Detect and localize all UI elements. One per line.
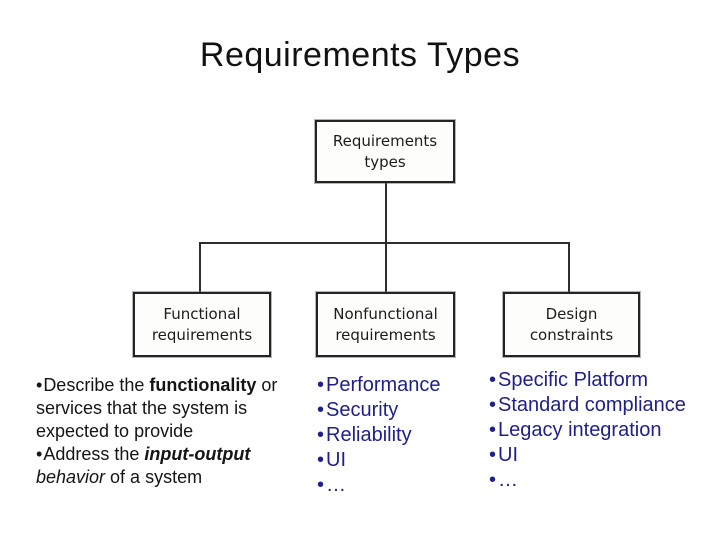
box-design-constraints: Design constraints [503,292,640,357]
connector-horizontal [199,242,570,244]
list-item: •Performance [317,373,441,398]
connector-middle-down [385,243,387,293]
list-item-label: UI [326,449,347,471]
note-text: Address the [43,444,145,464]
functional-note-1: •Describe the functionality or services … [36,374,300,443]
bullet-dot: • [489,444,497,466]
bullet-dot: • [317,374,325,396]
bullet-dot: • [317,424,325,446]
list-item: •Specific Platform [489,368,686,393]
list-item: •Standard compliance [489,393,686,418]
box-requirements-types: Requirements types [315,120,455,183]
list-item-label: Performance [326,374,441,396]
bullet-dot: • [489,394,497,416]
bullet-dot: • [317,474,325,496]
list-item-label: … [326,474,347,496]
list-item-label: Legacy integration [498,419,662,441]
slide-title: Requirements Types [199,36,521,74]
functional-note-2: •Address the input-output behavior of a … [36,443,300,489]
bullet-dot: • [36,375,43,395]
box-functional-requirements: Functional requirements [133,292,271,357]
design-constraints-list: •Specific Platform •Standard compliance … [489,368,686,493]
box-requirements-types-label: Requirements types [332,131,438,171]
list-item-label: … [498,469,519,491]
connector-left-down [199,243,201,293]
bullet-dot: • [317,449,325,471]
note-text: or services that the system is expected … [36,375,278,441]
box-nonfunctional-requirements-label: Nonfunctional requirements [333,304,438,344]
list-item: •Security [317,398,441,423]
bullet-dot: • [36,444,43,464]
list-item: •Legacy integration [489,418,686,443]
bullet-dot: • [489,469,497,491]
list-item: •… [317,473,441,498]
bullet-dot: • [489,369,497,391]
list-item: •Reliability [317,423,441,448]
functional-notes: •Describe the functionality or services … [36,374,300,489]
list-item-label: Reliability [326,424,412,446]
nonfunctional-list: •Performance •Security •Reliability •UI … [317,373,441,498]
list-item-label: Security [326,399,399,421]
connector-root-down [385,183,387,243]
note-text: Describe the [43,375,150,395]
connector-right-down [568,243,570,293]
list-item-label: UI [498,444,519,466]
note-text: of a system [105,467,203,487]
list-item: •UI [317,448,441,473]
list-item-label: Standard compliance [498,394,686,416]
note-text-italic: behavior [36,467,106,487]
bullet-dot: • [489,419,497,441]
list-item: •… [489,468,686,493]
list-item-label: Specific Platform [498,369,649,391]
box-nonfunctional-requirements: Nonfunctional requirements [316,292,455,357]
bullet-dot: • [317,399,325,421]
list-item: •UI [489,443,686,468]
box-design-constraints-label: Design constraints [529,304,614,344]
note-text-bold-italic: input-output [144,444,251,464]
box-functional-requirements-label: Functional requirements [151,304,253,344]
note-text-bold: functionality [149,375,257,395]
